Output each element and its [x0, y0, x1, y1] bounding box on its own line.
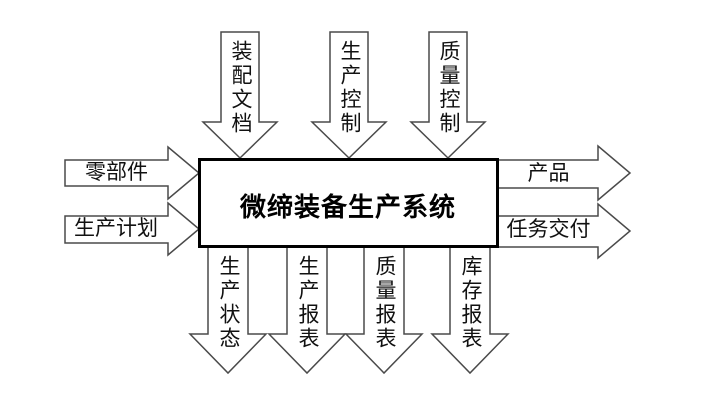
bottom-output-label-2: 生产报表: [296, 255, 319, 351]
right-output-arrow-2-shape: [496, 202, 632, 260]
top-input-arrow-1-shape: [201, 31, 279, 160]
left-input-label-1: 零部件: [85, 161, 148, 184]
left-input-label-2: 生产计划: [74, 217, 158, 240]
bottom-output-label-3: 质量报表: [373, 255, 396, 351]
right-output-arrow-1-shape: [496, 144, 632, 202]
system-box-title: 微缔装备生产系统: [239, 192, 456, 222]
bottom-output-arrow-1-shape: [188, 246, 268, 375]
top-input-label-1: 装配文档: [229, 40, 252, 136]
bottom-output-arrow-4-shape: [430, 246, 510, 375]
top-input-arrow-3-shape: [409, 31, 487, 160]
bottom-output-arrow-2-shape: [267, 246, 347, 375]
bottom-output-arrow-3-shape: [344, 246, 424, 375]
bottom-output-label-1: 生产状态: [217, 255, 240, 351]
bottom-output-label-4: 库存报表: [459, 255, 482, 351]
left-input-arrow-1-shape: [64, 145, 201, 201]
top-input-label-2: 生产控制: [338, 40, 361, 136]
right-output-label-1: 产品: [527, 162, 570, 185]
left-input-arrow-2-shape: [64, 201, 201, 257]
right-output-label-2: 任务交付: [506, 218, 591, 241]
top-input-label-3: 质量控制: [437, 40, 460, 136]
top-input-arrow-2-shape: [310, 31, 388, 160]
system-box: [198, 158, 499, 248]
